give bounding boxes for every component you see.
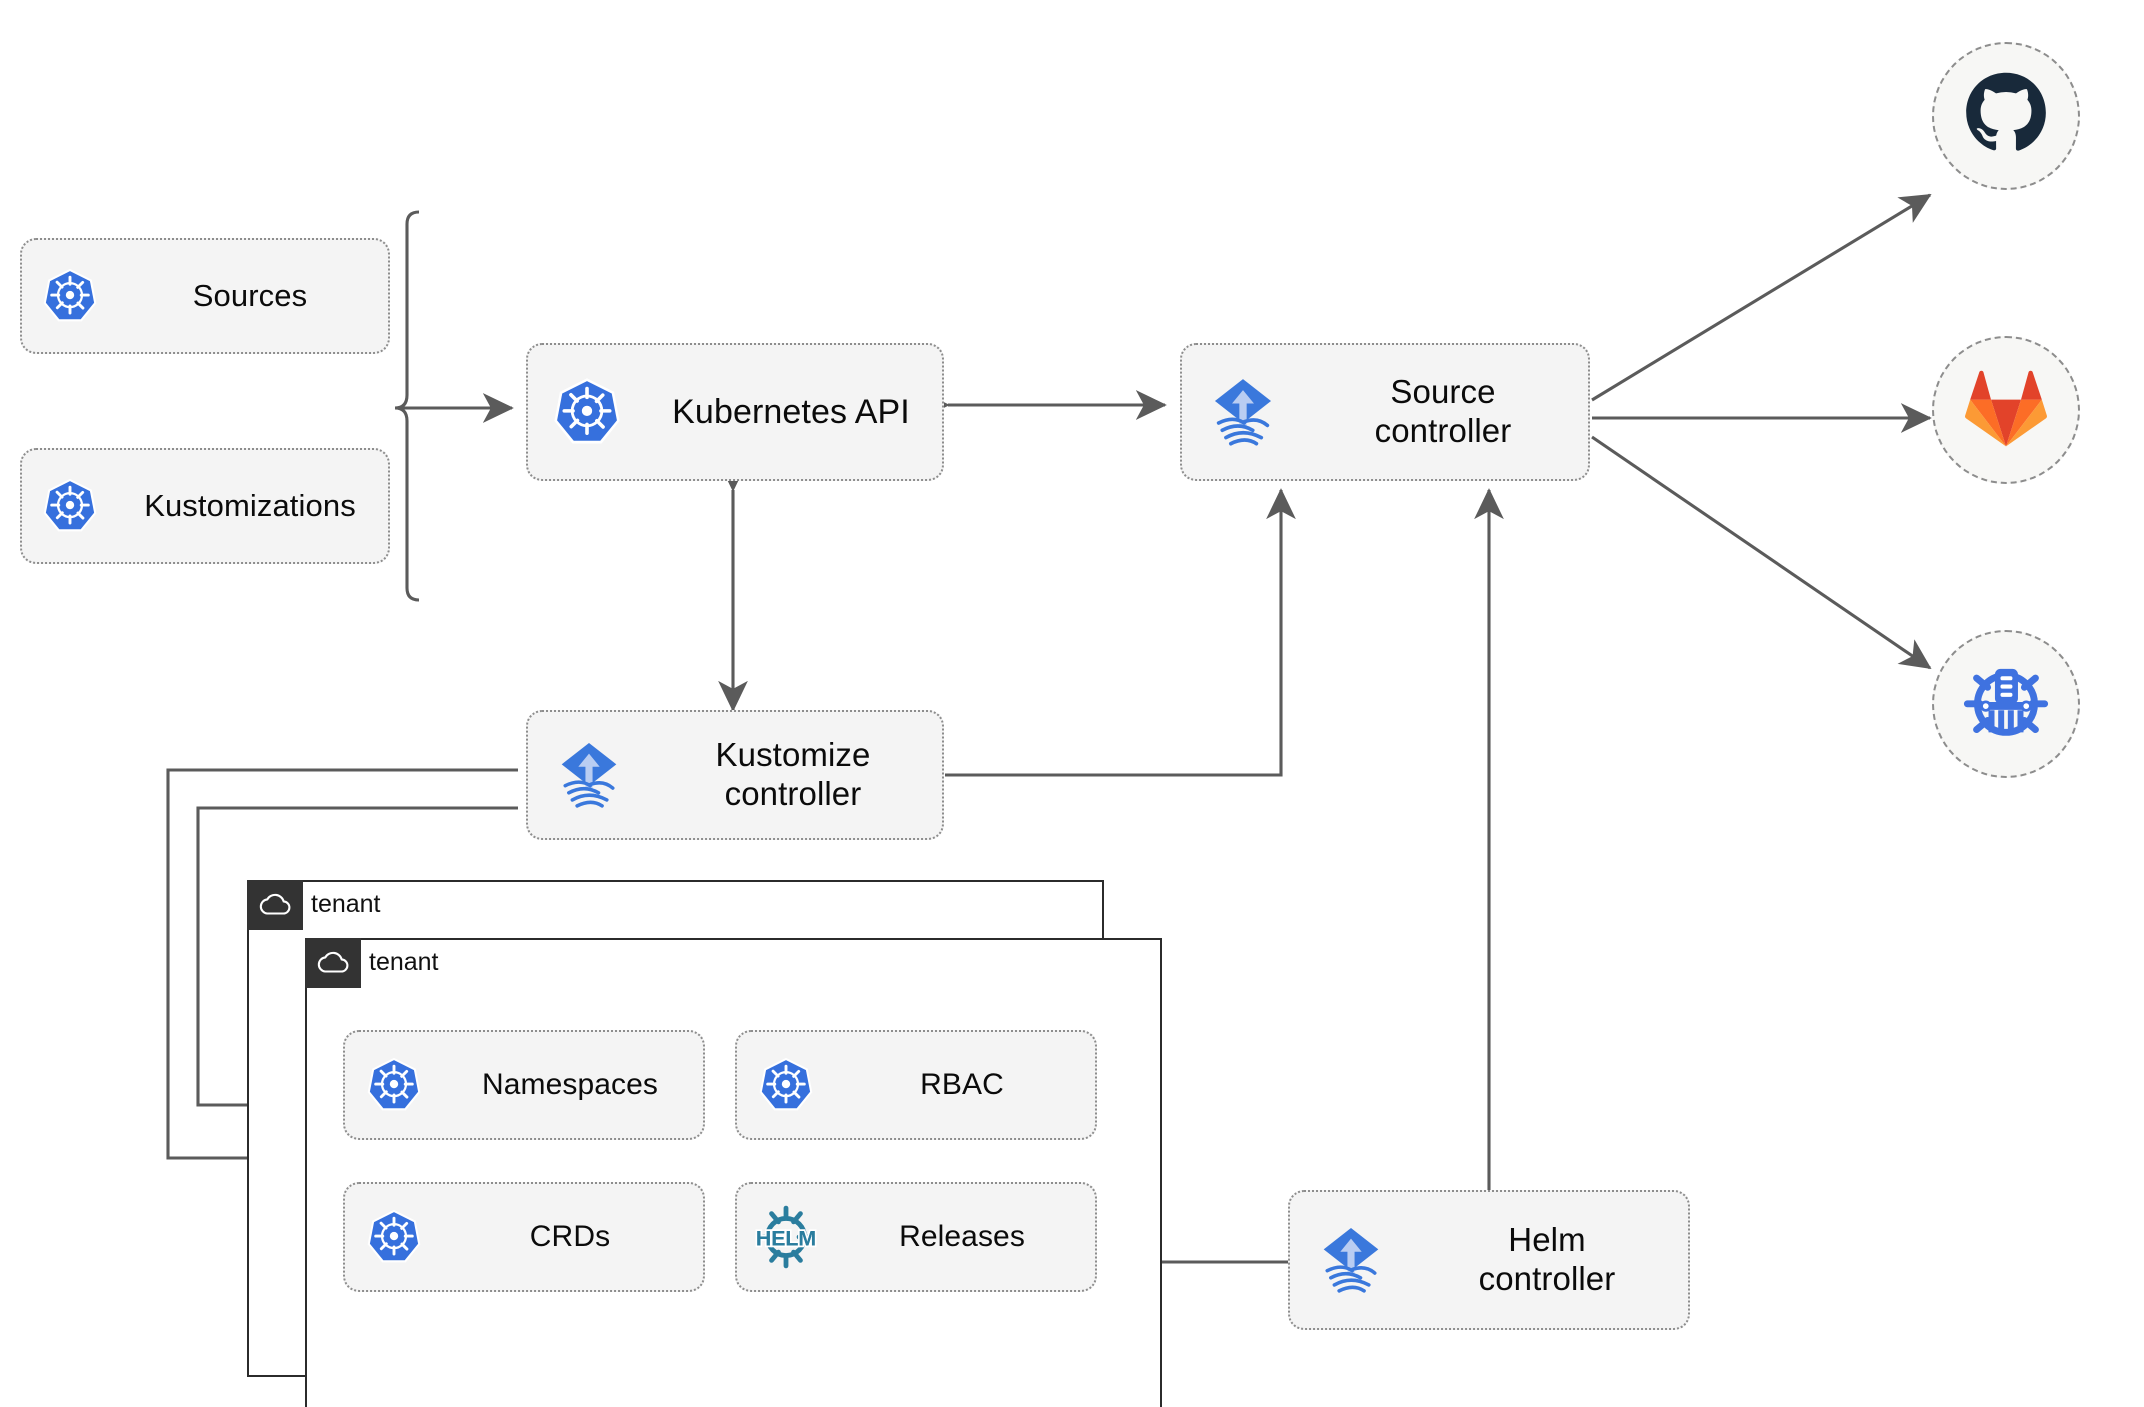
node-label: Releases: [899, 1220, 1025, 1254]
node-kustomizations[interactable]: Kustomizations: [20, 448, 390, 564]
svg-text:HELM: HELM: [756, 1226, 816, 1250]
circle-gitlab[interactable]: [1932, 336, 2080, 484]
node-label-line2: controller: [1374, 412, 1512, 449]
kubernetes-icon: [345, 1208, 443, 1266]
flux-icon: [528, 737, 650, 813]
circle-helm-registry[interactable]: [1932, 630, 2080, 778]
node-rbac[interactable]: RBAC: [735, 1030, 1097, 1140]
node-label: Sources: [192, 277, 308, 313]
kubernetes-icon: [528, 376, 646, 448]
node-releases[interactable]: HELM HELM Releases: [735, 1182, 1097, 1292]
node-source-controller[interactable]: Source controller: [1180, 343, 1590, 481]
kubernetes-icon: [22, 267, 118, 325]
node-label-line1: Source: [1390, 373, 1496, 411]
helm-icon: HELM HELM: [737, 1204, 835, 1270]
resources-bracket: [394, 210, 420, 602]
node-crds[interactable]: CRDs: [343, 1182, 705, 1292]
node-label: Kubernetes API: [672, 392, 910, 431]
node-sources[interactable]: Sources: [20, 238, 390, 354]
node-label: Helm controller: [1412, 1221, 1688, 1299]
node-label-line1: Kustomize: [715, 736, 871, 774]
flux-icon: [1290, 1222, 1412, 1298]
tenant-frame-inner[interactable]: tenant: [304, 937, 1162, 1407]
node-helm-controller[interactable]: Helm controller: [1288, 1190, 1690, 1330]
node-label-line1: Helm: [1508, 1221, 1586, 1259]
github-icon: [1963, 71, 2049, 162]
wire-source-to-github: [1591, 193, 1932, 402]
node-label: CRDs: [529, 1220, 611, 1254]
helm-registry-icon: [1960, 656, 2052, 753]
cloud-icon: [304, 937, 361, 988]
node-label: Namespaces: [481, 1068, 659, 1102]
node-label: Source controller: [1304, 373, 1588, 451]
kubernetes-icon: [345, 1056, 443, 1114]
wire-kustomize-to-source: [945, 488, 1296, 777]
node-label: Kustomize controller: [650, 736, 942, 814]
node-label-line2: controller: [724, 775, 862, 812]
circle-github[interactable]: [1932, 42, 2080, 190]
tenant-label: tenant: [311, 890, 381, 919]
node-label: Kustomizations: [144, 487, 356, 523]
node-label-line2: controller: [1478, 1260, 1616, 1297]
flux-icon: [1182, 373, 1304, 451]
node-kustomize-controller[interactable]: Kustomize controller: [526, 710, 944, 840]
node-namespaces[interactable]: Namespaces: [343, 1030, 705, 1140]
kubernetes-icon: [22, 477, 118, 535]
node-label: RBAC: [920, 1068, 1004, 1102]
gitlab-icon: [1964, 368, 2048, 453]
cloud-icon: [246, 879, 303, 930]
node-kubernetes-api[interactable]: Kubernetes API: [526, 343, 944, 481]
svg-text:HELM: HELM: [756, 1226, 816, 1250]
kubernetes-icon: [737, 1056, 835, 1114]
wire-source-to-registry: [1591, 435, 1932, 670]
tenant-label: tenant: [369, 948, 439, 977]
